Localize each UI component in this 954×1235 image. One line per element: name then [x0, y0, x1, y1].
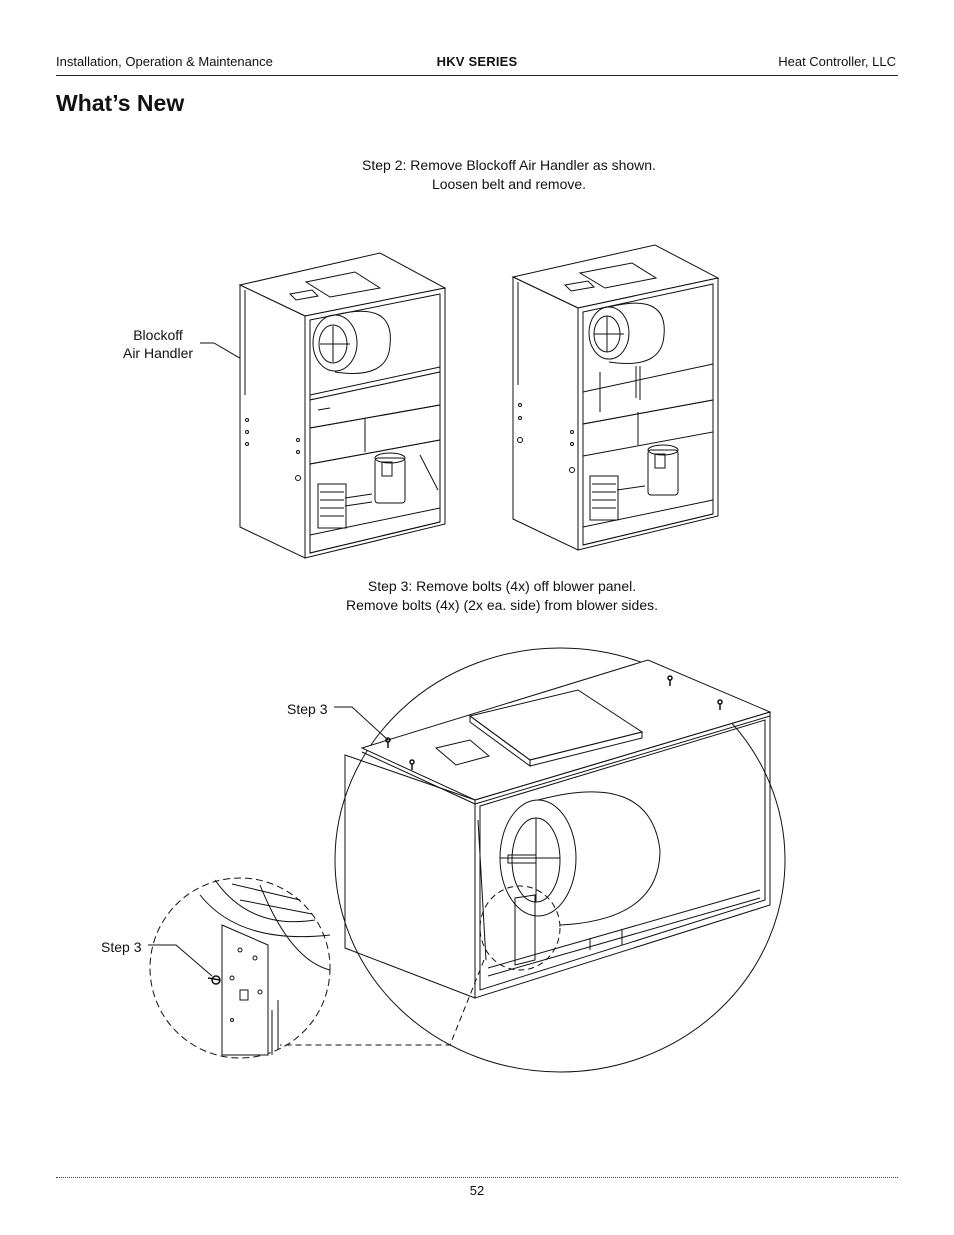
step3-callout-top: Step 3 [287, 701, 328, 717]
step2-line2: Loosen belt and remove. [431, 176, 587, 192]
blockoff-label: Blockoff Air Handler [110, 326, 206, 362]
step3-caption: Step 3: Remove bolts (4x) off blower pan… [25, 577, 954, 615]
header-company: Heat Controller, LLC [778, 54, 896, 69]
step3-callout-detail: Step 3 [101, 939, 142, 955]
unit-right-drawing [511, 244, 720, 551]
page-title: What’s New [56, 90, 185, 116]
step2-caption: Step 2: Remove Blockoff Air Handler as s… [32, 156, 954, 194]
zoom-ellipse [334, 647, 786, 1073]
step3-line2: Remove bolts (4x) (2x ea. side) from blo… [346, 597, 658, 613]
blockoff-label-line2: Air Handler [122, 345, 194, 361]
top-bolts [385, 675, 723, 770]
page-number: 52 [469, 1183, 485, 1198]
detail-dashed-leader [280, 959, 485, 1046]
detail-drawing [199, 879, 331, 1056]
header-series: HKV SERIES [436, 54, 518, 69]
step2-line1: Step 2: Remove Blockoff Air Handler as s… [362, 157, 656, 173]
footer-rule [56, 1177, 898, 1178]
step3-line1: Step 3: Remove bolts (4x) off blower pan… [367, 578, 637, 594]
header-rule [56, 75, 898, 76]
unit-left-drawing [238, 252, 447, 559]
header-left: Installation, Operation & Maintenance [56, 54, 273, 69]
blockoff-label-line1: Blockoff [133, 327, 183, 343]
detail-ellipse-dashed [479, 885, 561, 971]
step3-detail-leader [148, 944, 213, 977]
step3-top-leader [334, 706, 389, 741]
detail-circle [149, 877, 331, 1059]
